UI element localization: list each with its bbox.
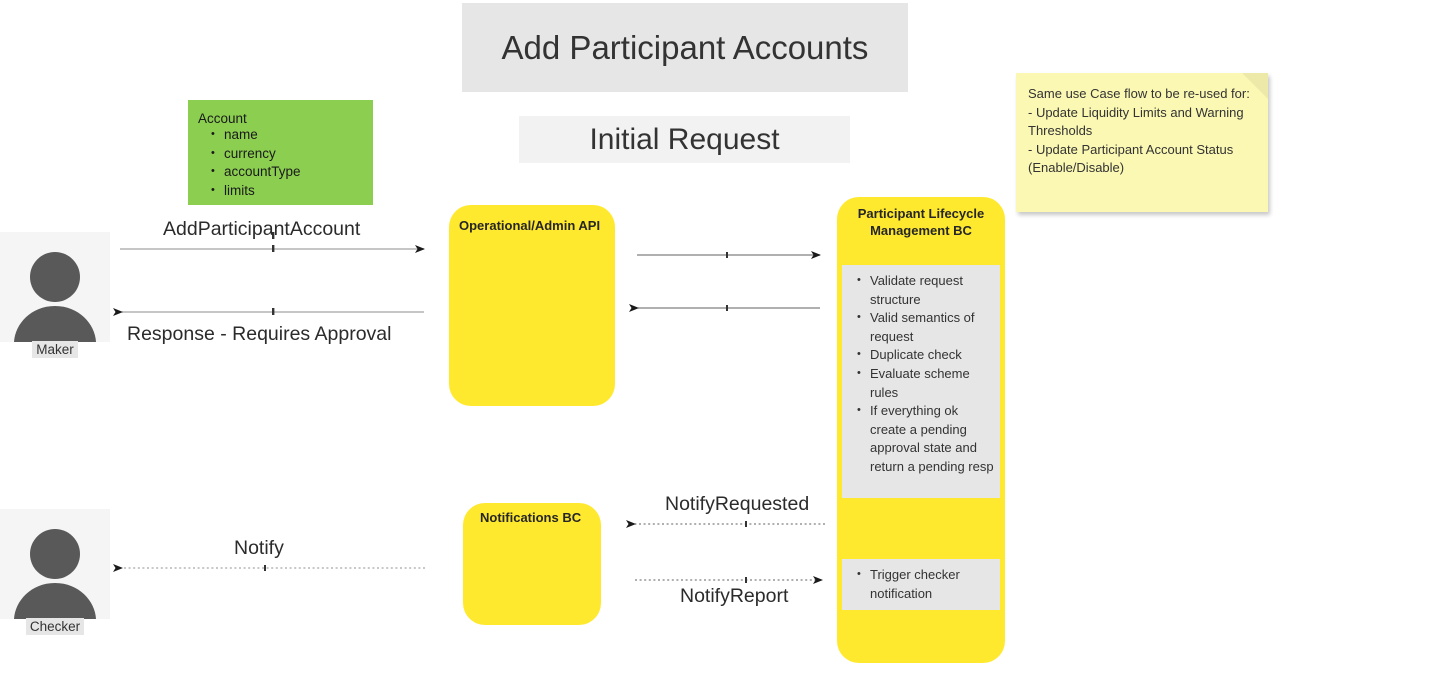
plm-trigger-panel: Trigger checker notification	[842, 559, 1000, 610]
box-operational-admin-api: Operational/Admin API	[449, 205, 615, 406]
account-field: limits	[211, 181, 301, 201]
plm-trigger-item: Trigger checker notification	[857, 565, 1000, 603]
box-operational-admin-api-title: Operational/Admin API	[459, 218, 601, 233]
sticky-note: Same use Case flow to be re-used for: - …	[1016, 73, 1268, 212]
plm-check-item: If everything ok create a pending approv…	[857, 401, 1000, 476]
account-field: currency	[211, 144, 301, 164]
plm-trigger-list: Trigger checker notification	[842, 565, 1000, 603]
arrow-notify-requested	[626, 520, 825, 528]
arrow-opapi-to-plm	[637, 251, 821, 259]
account-card-title: Account	[198, 111, 247, 126]
arrow-label-notify-report: NotifyReport	[680, 585, 789, 607]
sticky-note-fold-icon	[1242, 73, 1268, 99]
plm-check-item: Evaluate scheme rules	[857, 364, 1000, 402]
plm-checks-panel: Validate request structure Valid semanti…	[842, 265, 1000, 498]
arrow-notify-report	[635, 576, 823, 584]
plm-check-item: Duplicate check	[857, 345, 1000, 365]
arrow-label-add-participant-account: AddParticipantAccount	[163, 218, 361, 240]
person-icon	[0, 509, 110, 619]
account-card: Account name currency accountType limits	[188, 100, 373, 205]
box-notifications-bc-title: Notifications BC	[480, 510, 582, 525]
page-subtitle: Initial Request	[519, 116, 850, 163]
actor-checker-label: Checker	[0, 618, 110, 635]
actor-maker-label: Maker	[0, 341, 110, 358]
arrow-notify	[113, 564, 425, 572]
account-card-field-list: name currency accountType limits	[200, 125, 301, 201]
plm-check-item: Validate request structure	[857, 271, 1000, 309]
arrow-plm-to-opapi	[629, 304, 820, 312]
account-field: name	[211, 125, 301, 145]
arrow-label-notify: Notify	[234, 537, 284, 559]
account-field: accountType	[211, 162, 300, 182]
plm-check-item: Valid semantics of request	[857, 308, 1000, 346]
arrow-label-notify-requested: NotifyRequested	[665, 493, 810, 515]
person-icon	[0, 232, 110, 342]
plm-checks-list: Validate request structure Valid semanti…	[842, 271, 1000, 477]
sticky-note-text: Same use Case flow to be re-used for: - …	[1028, 86, 1250, 175]
arrow-response-requires-approval	[113, 308, 424, 316]
arrow-label-response-requires-approval: Response - Requires Approval	[127, 323, 392, 345]
box-notifications-bc: Notifications BC	[463, 503, 601, 625]
page-title: Add Participant Accounts	[462, 3, 908, 92]
